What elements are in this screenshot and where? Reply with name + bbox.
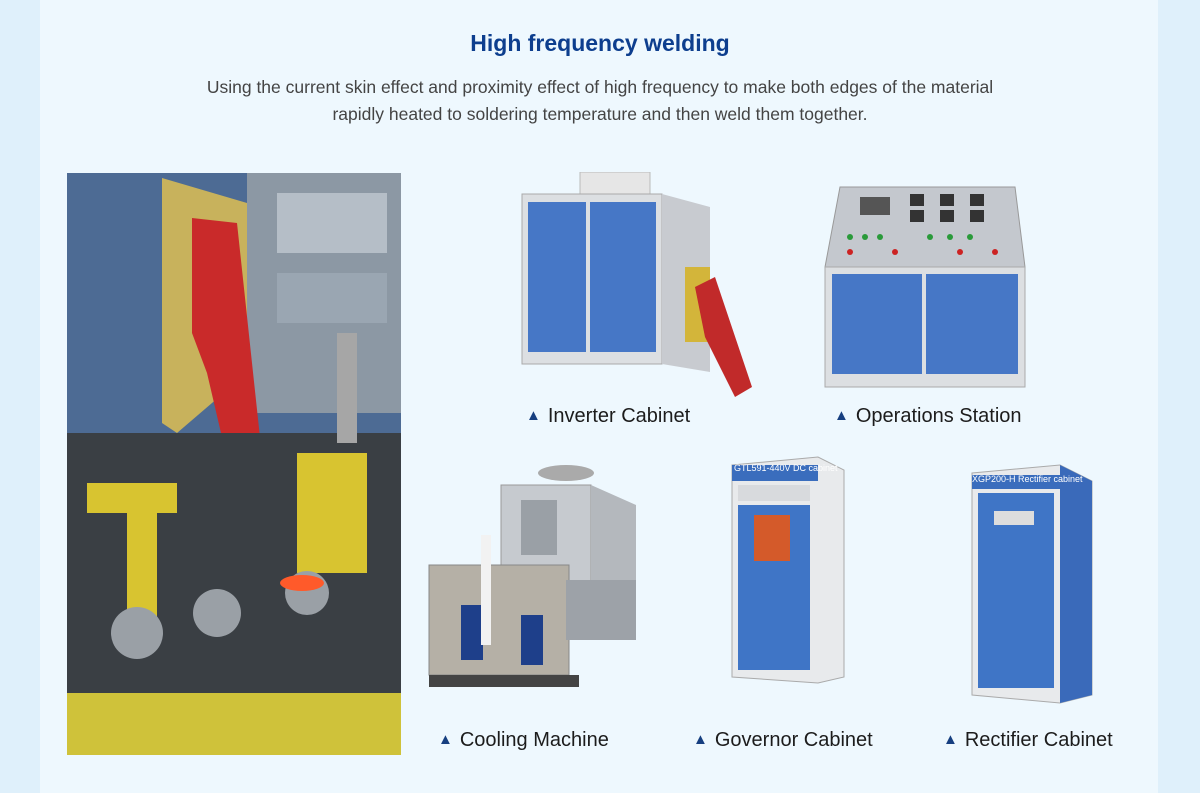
- welding-machine-photo: [67, 173, 401, 755]
- triangle-marker-icon: ▲: [693, 731, 708, 748]
- triangle-marker-icon: ▲: [834, 407, 849, 424]
- rectifier-cabinet-photo: XGP200-H Rectifier cabinet: [968, 463, 1096, 713]
- page-title: High frequency welding: [470, 30, 730, 56]
- caption-rectifier-cabinet: ▲Rectifier Cabinet: [943, 729, 1113, 751]
- governor-cabinet-nameplate: GTL591-440V DC cabinet: [734, 463, 838, 473]
- operations-station-photo: [820, 182, 1030, 392]
- cooling-machine-photo: [426, 455, 641, 720]
- caption-inverter-cabinet: ▲Inverter Cabinet: [526, 405, 691, 427]
- triangle-marker-icon: ▲: [438, 731, 453, 748]
- inverter-cabinet-photo: [520, 172, 760, 402]
- triangle-marker-icon: ▲: [943, 731, 958, 748]
- rectifier-cabinet-nameplate: XGP200-H Rectifier cabinet: [972, 474, 1083, 484]
- governor-cabinet-photo: GTL591-440V DC cabinet: [728, 455, 846, 687]
- caption-governor-cabinet: ▲Governor Cabinet: [693, 729, 873, 751]
- triangle-marker-icon: ▲: [526, 407, 541, 424]
- page-description: Using the current skin effect and proxim…: [206, 77, 994, 124]
- caption-cooling-machine: ▲Cooling Machine: [438, 729, 609, 751]
- caption-operations-station: ▲Operations Station: [834, 405, 1022, 427]
